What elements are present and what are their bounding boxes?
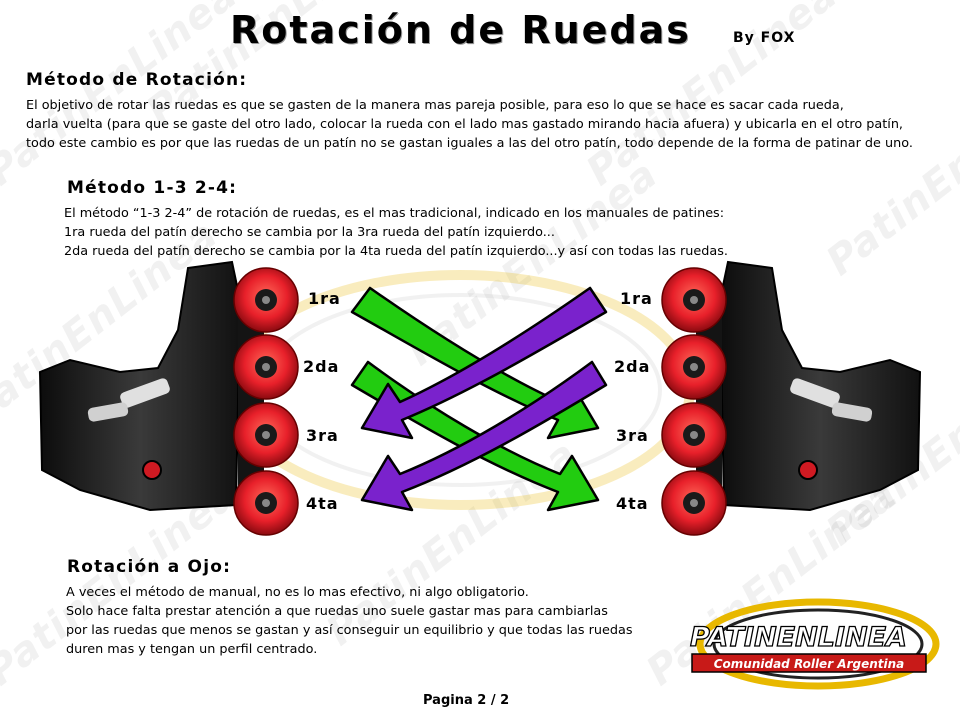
text-line: 1ra rueda del patín derecho se cambia po… bbox=[64, 225, 555, 240]
right-wheel-4 bbox=[661, 470, 727, 536]
text-line: Solo hace falta prestar atención a que r… bbox=[66, 604, 608, 619]
page-number: Pagina 2 / 2 bbox=[423, 693, 510, 708]
paragraph-rotation-method: El objetivo de rotar las ruedas es que s… bbox=[26, 96, 913, 153]
paragraph-eye-rotation: A veces el método de manual, no es lo ma… bbox=[66, 583, 633, 659]
left-wheel-3 bbox=[233, 402, 299, 468]
right-wheel-2 bbox=[661, 334, 727, 400]
right-buckle-top bbox=[790, 378, 840, 408]
heading-eye-rotation: Rotación a Ojo: bbox=[67, 557, 232, 577]
text-line: El objetivo de rotar las ruedas es que s… bbox=[26, 98, 844, 113]
left-wheels bbox=[233, 267, 299, 536]
rotation-arrows bbox=[350, 286, 608, 512]
text-line: darla vuelta (para que se gaste del otro… bbox=[26, 117, 903, 132]
arrow-purple-1ra-to-3ra bbox=[360, 286, 608, 440]
right-label-1ra: 1ra bbox=[620, 289, 653, 308]
text-line: por las ruedas que menos se gastan y así… bbox=[66, 623, 633, 638]
text-line: duren mas y tengan un perfil centrado. bbox=[66, 642, 318, 657]
left-wheel-2 bbox=[233, 334, 299, 400]
right-boot bbox=[718, 260, 922, 512]
right-skate bbox=[661, 260, 922, 536]
arrow-purple-2da-to-4ta bbox=[360, 360, 608, 512]
right-label-2da: 2da bbox=[614, 357, 650, 376]
patinenlinea-logo: PATINENLINEA Comunidad Roller Argentina bbox=[689, 598, 940, 690]
left-hinge bbox=[142, 460, 162, 480]
text-line: todo este cambio es por que las ruedas d… bbox=[26, 136, 913, 151]
left-skate bbox=[38, 260, 299, 536]
heading-method-13-24: Método 1-3 2-4: bbox=[67, 178, 238, 198]
left-buckle-top bbox=[120, 378, 170, 408]
right-hinge bbox=[798, 460, 818, 480]
logo-tagline: Comunidad Roller Argentina bbox=[714, 657, 905, 671]
left-wheel-1 bbox=[233, 267, 299, 333]
heading-rotation-method: Método de Rotación: bbox=[26, 70, 248, 90]
author-byline: By FOX bbox=[733, 30, 796, 46]
left-label-1ra: 1ra bbox=[308, 289, 341, 308]
left-label-2da: 2da bbox=[303, 357, 339, 376]
left-buckle-bottom bbox=[87, 402, 129, 422]
right-label-4ta: 4ta bbox=[616, 494, 649, 513]
page-title: Rotación de Ruedas bbox=[230, 8, 691, 52]
text-line: El método “1-3 2-4” de rotación de rueda… bbox=[64, 206, 725, 221]
text-line: A veces el método de manual, no es lo ma… bbox=[66, 585, 529, 600]
left-boot bbox=[38, 260, 242, 512]
right-wheels bbox=[661, 267, 727, 536]
right-buckle-bottom bbox=[831, 402, 873, 422]
left-label-3ra: 3ra bbox=[306, 426, 339, 445]
text-line: 2da rueda del patín derecho se cambia po… bbox=[64, 244, 728, 259]
paragraph-method-13-24: El método “1-3 2-4” de rotación de rueda… bbox=[64, 204, 728, 261]
left-wheel-4 bbox=[233, 470, 299, 536]
logo-name: PATINENLINEA bbox=[690, 622, 907, 653]
right-wheel-1 bbox=[661, 267, 727, 333]
left-label-4ta: 4ta bbox=[306, 494, 339, 513]
right-label-3ra: 3ra bbox=[616, 426, 649, 445]
right-wheel-3 bbox=[661, 402, 727, 468]
